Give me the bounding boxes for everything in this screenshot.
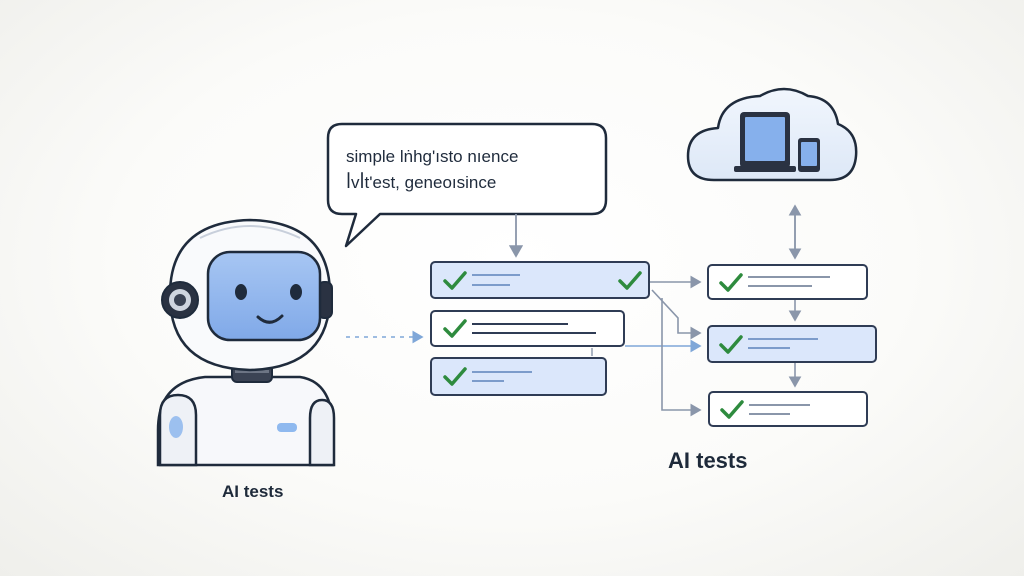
right-test-card-3	[708, 391, 868, 427]
speech-bubble	[326, 122, 608, 248]
right-test-card-1	[707, 264, 868, 300]
checkmark-icon	[720, 400, 744, 419]
checkmark-icon	[719, 335, 743, 354]
checkmark-icon	[443, 319, 467, 338]
tablet-icon	[734, 112, 796, 172]
center-test-card-1	[430, 261, 650, 299]
robot-icon	[156, 218, 336, 467]
speech-bubble-line-1: simple lṅhg'ısto nıence	[346, 147, 519, 166]
phone-icon	[798, 138, 820, 172]
speech-bubble-line-2: ꟾvꟾt'est, geneoısince	[346, 173, 497, 192]
checkmark-icon	[719, 273, 743, 292]
checkmark-icon	[618, 271, 642, 290]
diagram-caption: AI tests	[668, 448, 748, 473]
center-test-card-2	[430, 310, 625, 347]
robot-caption: AI tests	[222, 482, 284, 501]
checkmark-icon	[443, 271, 467, 290]
center-test-card-3	[430, 357, 607, 396]
cloud-icon	[686, 87, 858, 182]
right-test-card-2	[707, 325, 877, 363]
checkmark-icon	[443, 367, 467, 386]
